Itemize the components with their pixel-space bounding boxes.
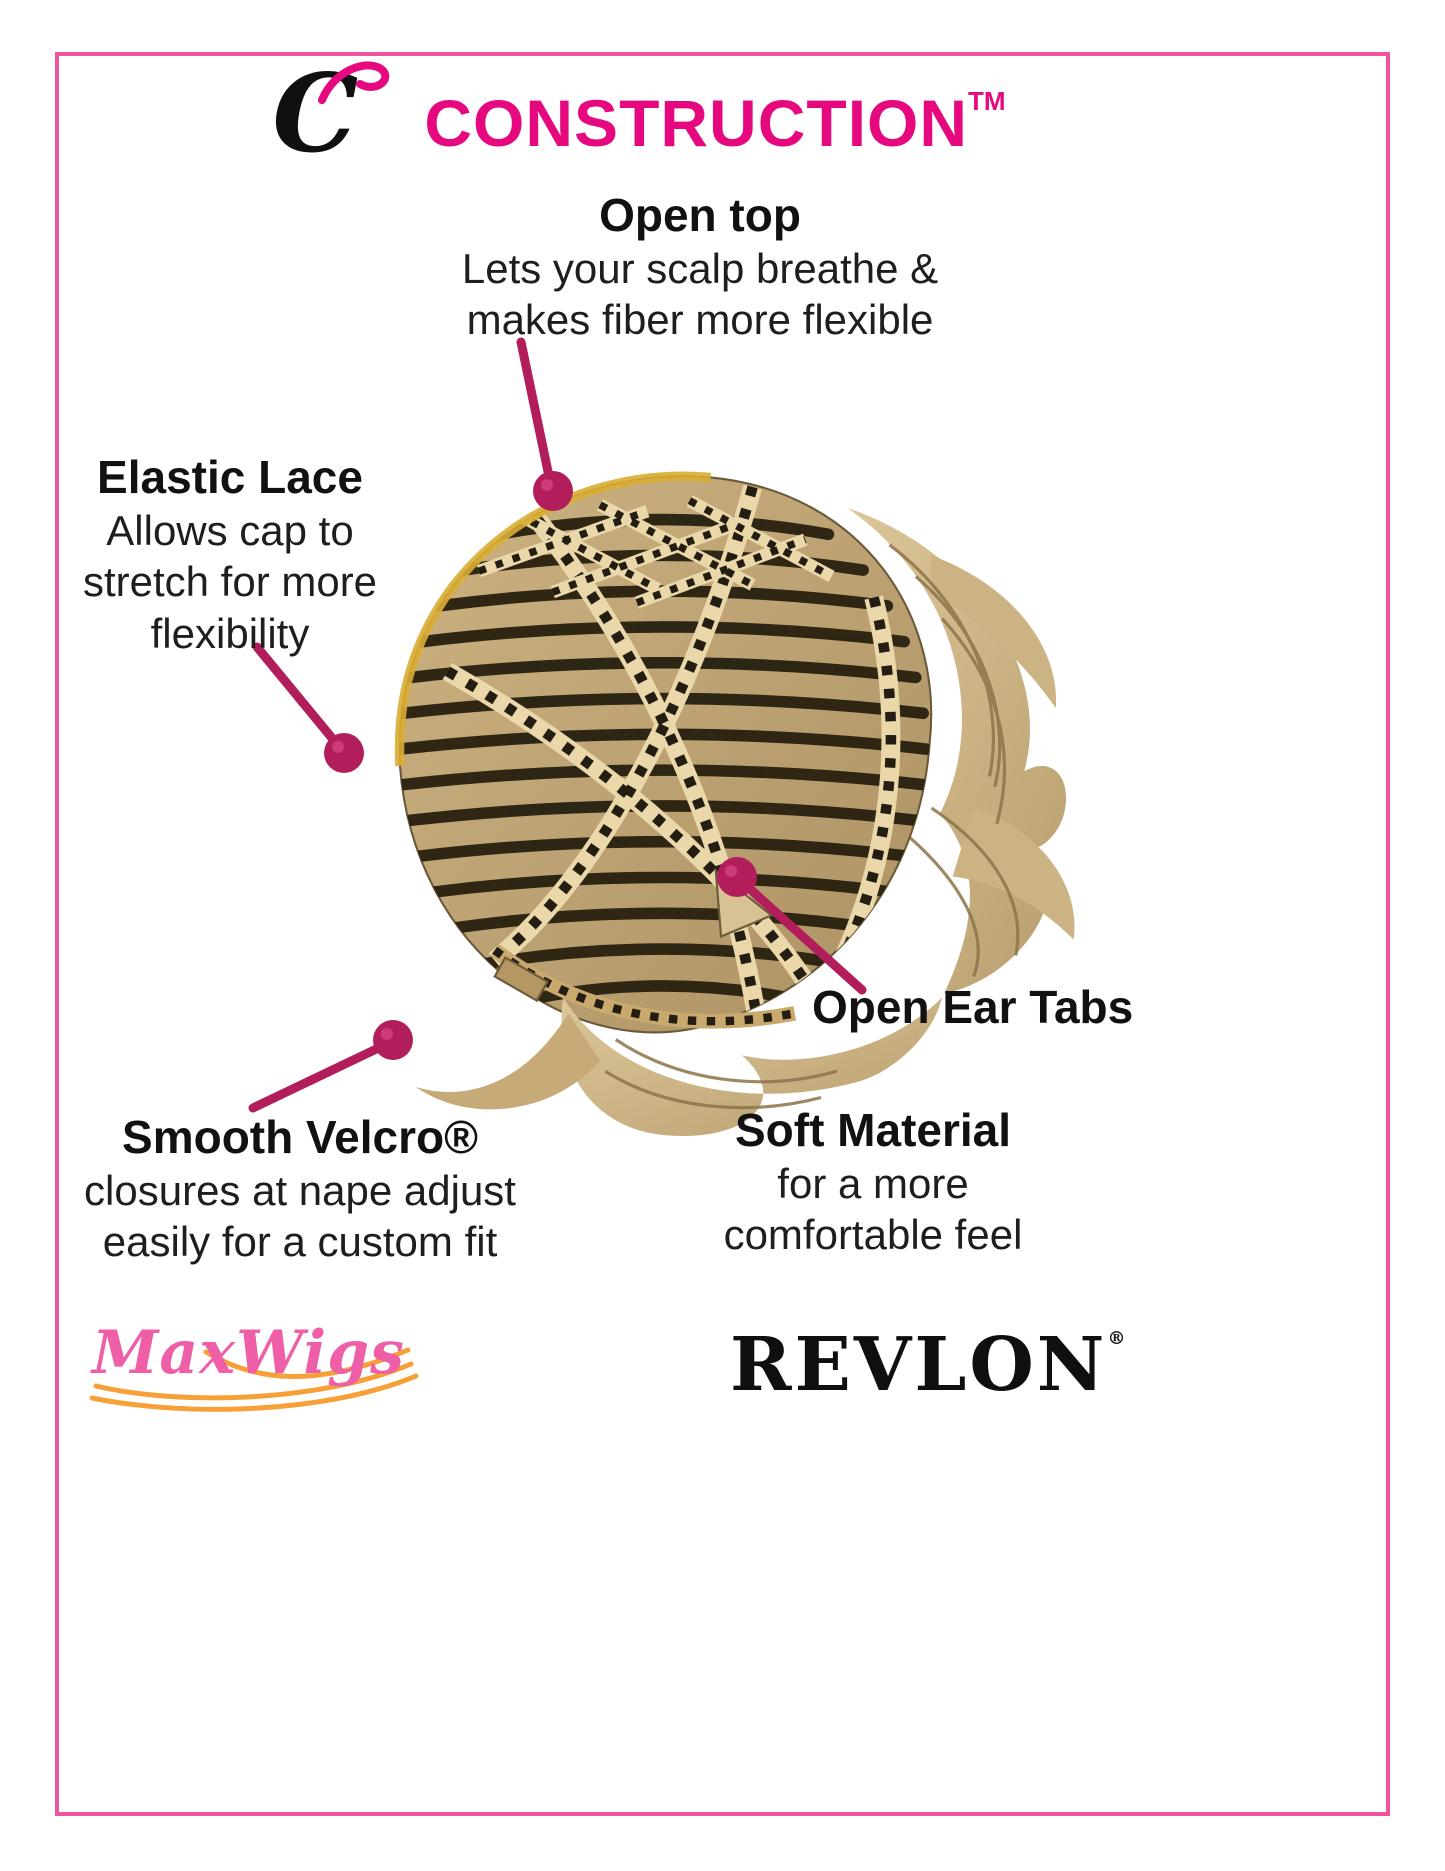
trademark: TM — [968, 86, 1006, 116]
revlon-wordmark: REVLON® — [730, 1322, 1125, 1408]
soft-material-line2: comfortable feel — [723, 1211, 1023, 1259]
elastic-lace-line2: stretch for more — [82, 558, 378, 606]
callout-open-ear-tabs: Open Ear Tabs — [812, 980, 1172, 1035]
elastic-lace-title: Elastic Lace — [97, 451, 363, 503]
header: C CONSTRUCTIONTM — [130, 58, 1130, 188]
soft-material-title: Soft Material — [734, 1104, 1012, 1156]
smooth-velcro-line1: closures at nape adjust — [84, 1167, 516, 1215]
elastic-lace-line1: Allows cap to — [106, 507, 354, 555]
elastic-lace-rim — [394, 471, 711, 767]
title-text: CONSTRUCTION — [424, 86, 969, 160]
revlon-text: REVLON — [730, 1322, 1108, 1408]
callout-open-top: Open top Lets your scalp breathe & makes… — [330, 188, 1070, 346]
hair-right — [847, 508, 1075, 994]
revlon-logo: REVLON® — [730, 1322, 1150, 1408]
nape-strap — [490, 944, 797, 1029]
callout-soft-material: Soft Material for a more comfortable fee… — [688, 1103, 1058, 1261]
smooth-velcro-line2: easily for a custom fit — [102, 1218, 498, 1266]
callout-smooth-velcro: Smooth Velcro® closures at nape adjust e… — [50, 1110, 550, 1268]
logo-swirl-icon — [318, 61, 390, 104]
maxwigs-wordmark: MaxWigs — [92, 1318, 405, 1388]
page-title: CONSTRUCTIONTM — [424, 85, 1005, 161]
open-top-line1: Lets your scalp breathe & — [461, 245, 939, 293]
callout-elastic-lace: Elastic Lace Allows cap to stretch for m… — [30, 450, 430, 659]
smooth-velcro-title: Smooth Velcro® — [122, 1111, 478, 1163]
open-top-line2: makes fiber more flexible — [466, 296, 934, 344]
maxwigs-swoosh-icon — [89, 1347, 419, 1412]
brand-c-logo: C — [254, 58, 404, 188]
hair-bottom — [415, 997, 943, 1136]
open-top-title: Open top — [599, 189, 801, 241]
maxwigs-logo: MaxWigs — [89, 1318, 432, 1428]
open-ear-tabs-title: Open Ear Tabs — [812, 981, 1134, 1033]
registered-mark: ® — [1107, 1328, 1126, 1349]
elastic-lace-line3: flexibility — [150, 609, 310, 657]
soft-material-line1: for a more — [777, 1160, 969, 1208]
